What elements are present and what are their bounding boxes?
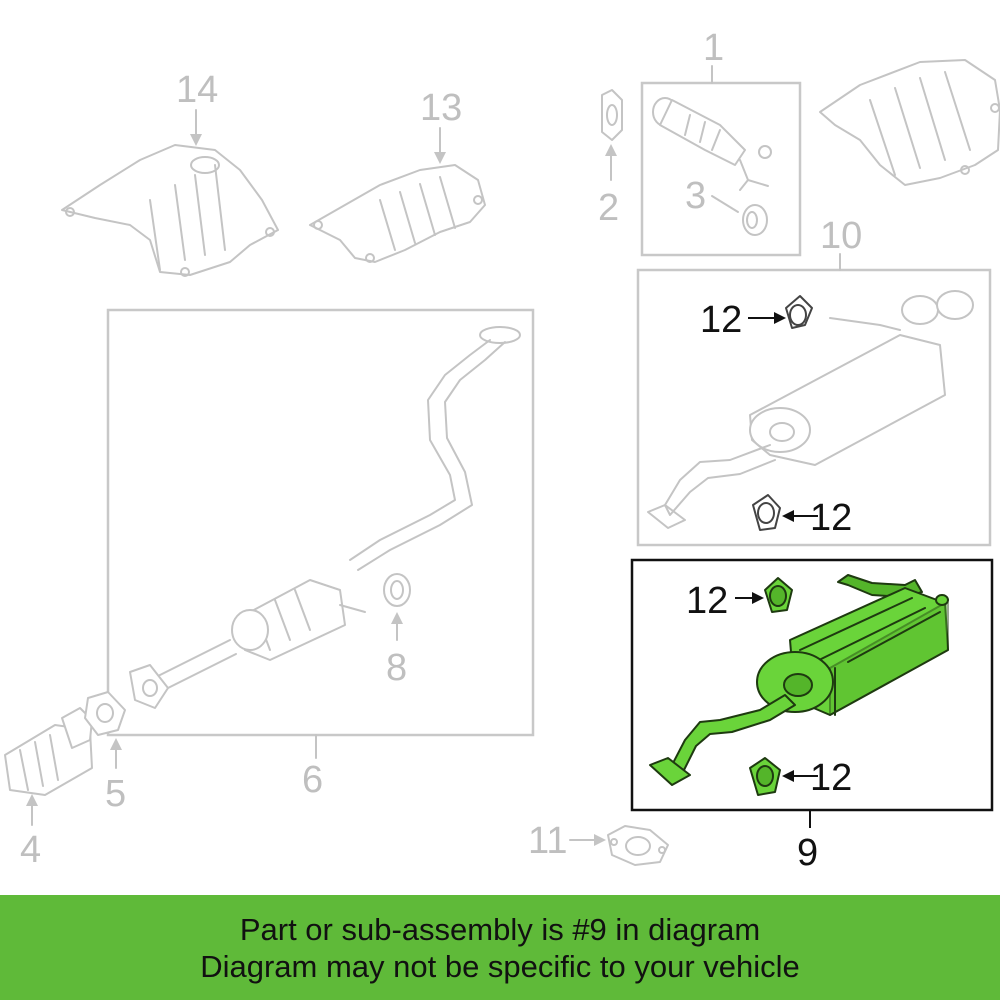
- part-8-gasket[interactable]: [383, 573, 411, 607]
- callout-13: 13: [420, 87, 462, 129]
- callout-12-c: 12: [686, 580, 728, 622]
- callout-8: 8: [386, 647, 407, 689]
- part-10-box: [636, 268, 992, 547]
- callout-10: 10: [820, 215, 862, 257]
- part-9-box: [630, 558, 994, 812]
- callout-12-d: 12: [810, 757, 852, 799]
- part-13-heat-shield[interactable]: [309, 164, 486, 263]
- part-6-center-pipe[interactable]: [129, 326, 521, 709]
- callout-3: 3: [685, 175, 706, 217]
- callout-5-arrow: [110, 738, 122, 750]
- callout-12-c-arrow: [752, 592, 764, 604]
- part-4-catalytic-converter[interactable]: [4, 707, 93, 796]
- callout-2: 2: [598, 187, 619, 229]
- callout-4-arrow: [26, 794, 38, 806]
- part-6-box: [106, 308, 535, 737]
- callout-12-b-arrow: [782, 510, 794, 522]
- callout-11: 11: [528, 820, 567, 862]
- upper-heat-shield[interactable]: [819, 59, 1000, 186]
- part-12-hanger-c[interactable]: [764, 577, 793, 613]
- info-banner: Part or sub-assembly is #9 in diagram Di…: [0, 895, 1000, 1000]
- part-10-muffler-assembly[interactable]: [647, 290, 974, 529]
- part-12-hanger-d[interactable]: [749, 757, 781, 796]
- callout-6: 6: [302, 759, 323, 801]
- banner-line-1: Part or sub-assembly is #9 in diagram: [239, 911, 761, 947]
- part-14-heat-shield[interactable]: [61, 144, 279, 277]
- callout-2-arrow: [605, 144, 617, 156]
- callout-14-arrow: [190, 134, 202, 146]
- part-2-gasket[interactable]: [601, 89, 623, 141]
- callout-13-arrow: [434, 152, 446, 164]
- part-12-hanger-a[interactable]: [785, 295, 813, 329]
- callout-12-a-arrow: [774, 312, 786, 324]
- callout-3-leader: [711, 195, 739, 213]
- part-1-catalytic-converter[interactable]: [652, 97, 772, 191]
- part-12-hanger-b[interactable]: [752, 494, 781, 531]
- part-1-box: [640, 81, 802, 257]
- callout-12-d-arrow: [782, 770, 794, 782]
- part-9-muffler-assembly[interactable]: [649, 574, 949, 786]
- exhaust-parts-diagram: 14 13 2 1 3 10: [4, 27, 1000, 874]
- callout-1: 1: [703, 27, 724, 69]
- callout-5: 5: [105, 773, 126, 815]
- callout-14: 14: [176, 69, 218, 111]
- callout-11-arrow: [594, 834, 606, 846]
- callout-8-arrow: [391, 612, 403, 624]
- callout-12-b: 12: [810, 497, 852, 539]
- callout-12-a: 12: [700, 299, 742, 341]
- banner-line-2: Diagram may not be specific to your vehi…: [200, 948, 800, 984]
- part-5-gasket[interactable]: [84, 691, 126, 736]
- callout-4: 4: [20, 829, 41, 871]
- callout-9: 9: [797, 832, 818, 874]
- part-3-gasket[interactable]: [742, 204, 768, 236]
- part-11-gasket[interactable]: [607, 825, 669, 866]
